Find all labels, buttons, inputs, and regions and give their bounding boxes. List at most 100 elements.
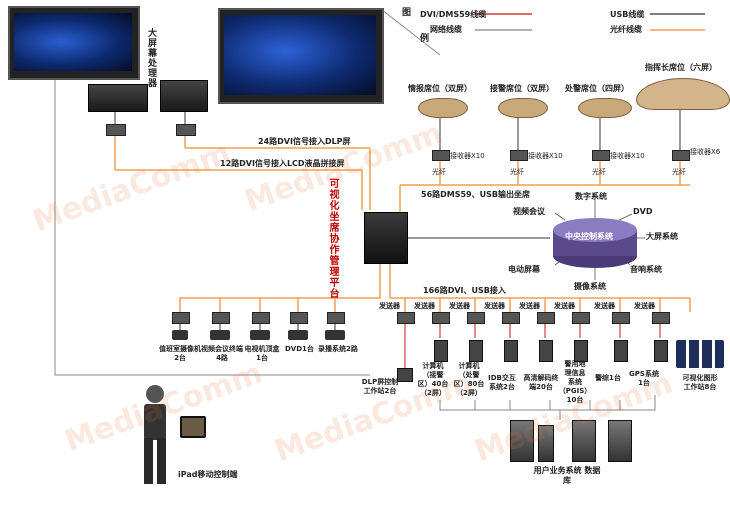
sender-label: 发送器	[379, 302, 400, 310]
dvi166-label: 166路DVI、USB接入	[423, 286, 506, 295]
pc-icon	[654, 340, 668, 362]
pc-icon	[614, 340, 628, 362]
receiver-box	[432, 150, 450, 161]
source-device	[250, 330, 270, 340]
dispatch-desk-icon	[578, 98, 632, 118]
intel-seats-label: 情报席位（双屏）	[408, 84, 472, 93]
electric-screen-label: 电动屏幕	[508, 265, 540, 274]
ipad-label: iPad移动控制端	[178, 470, 238, 479]
sender-label: 发送器	[554, 302, 575, 310]
gps-label: GPS系统 1台	[629, 370, 659, 387]
sender-box	[467, 312, 485, 324]
dvi12-label: 12路DVI信号接入LCD液晶拼接屏	[220, 159, 345, 168]
pc-icon	[504, 340, 518, 362]
server-icon	[608, 420, 632, 462]
audio-system-label: 音响系统	[630, 265, 662, 274]
camera-system-label: 摄像系统	[574, 282, 606, 291]
sender-box	[432, 312, 450, 324]
legend-fiber: 光纤线缆	[610, 25, 642, 34]
server-icon	[510, 420, 534, 462]
sender-box	[502, 312, 520, 324]
source-device	[288, 330, 308, 340]
source-dvd-label: DVD1台	[285, 345, 314, 353]
sender-label: 发送器	[449, 302, 470, 310]
pgis-label: 警用地 理信息 系统 （PGIS） 10台	[558, 360, 592, 404]
source-device	[172, 330, 188, 340]
sender-label: 发送器	[414, 302, 435, 310]
dlp-workstation-icon	[397, 368, 413, 382]
hd-decoder-label: 高清解码终 端20台	[523, 374, 559, 391]
source-tv-label: 电视机顶盒 1台	[244, 345, 280, 362]
sender-box	[290, 312, 308, 324]
central-control-cylinder	[553, 218, 637, 268]
matrix-switcher	[364, 212, 408, 264]
fiber-label: 光纤	[672, 168, 686, 176]
sender-box	[397, 312, 415, 324]
source-vconf-label: 视频会议终端 4路	[201, 345, 243, 362]
viz-workstation-icons	[676, 340, 724, 368]
alarm-system-label: 警综1台	[595, 374, 621, 382]
sender-box	[572, 312, 590, 324]
database-label: 用户业务系统 数据库	[533, 466, 601, 485]
pc-icon	[574, 340, 588, 362]
sender-label: 发送器	[519, 302, 540, 310]
legend-dvi: DVI/DMS59线缆	[420, 10, 487, 19]
source-device	[325, 330, 345, 340]
receiver-box	[510, 150, 528, 161]
legend-usb: USB线缆	[610, 10, 645, 19]
source-device	[210, 330, 230, 340]
pc-alarm-label: 计算机 （接警 区）40台 （2屏）	[417, 362, 449, 397]
sender-box	[252, 312, 270, 324]
sender-box	[212, 312, 230, 324]
fiber-label: 光纤	[432, 168, 446, 176]
bigscreen-system-label: 大屏系统	[646, 232, 678, 241]
sender-label: 发送器	[634, 302, 655, 310]
server-icon	[538, 425, 554, 462]
legend-heading-b: 例	[420, 34, 430, 44]
pc-icon	[469, 340, 483, 362]
sender-box	[327, 312, 345, 324]
sender-box	[612, 312, 630, 324]
video-conf-label: 视频会议	[513, 207, 545, 216]
viz-workstation-label: 可视化图形 工作站8台	[682, 374, 718, 391]
intel-desk-icon	[418, 98, 468, 118]
receiver-box	[176, 124, 196, 136]
big-screen-processor-label: 大屏幕处理器	[146, 28, 156, 88]
legend-heading-a: 图	[402, 8, 412, 18]
pc-icon	[434, 340, 448, 362]
central-control-label: 中央控制系统	[565, 232, 613, 241]
pc-dispatch-label: 计算机 （处警 区）80台 （2屏）	[453, 362, 485, 397]
receiver-x10-label: 接收器X10	[528, 152, 563, 160]
source-camera-label: 值班室摄像机 2台	[159, 345, 201, 362]
pc-icon	[539, 340, 553, 362]
dvd-label: DVD	[633, 207, 653, 216]
platform-label: 可视化坐席协作管理平台	[327, 178, 338, 299]
dms56-label: 56路DMS59、USB输出坐席	[421, 190, 530, 199]
source-recording-label: 录播系统2路	[318, 345, 358, 353]
alarm-seats-label: 接警席位（双屏）	[490, 84, 554, 93]
digital-system-label: 数字系统	[575, 192, 607, 201]
sender-label: 发送器	[484, 302, 505, 310]
server-icon	[572, 420, 596, 462]
idb-label: IDB交互 系统2台	[488, 374, 516, 391]
legend-network: 网络线缆	[430, 25, 462, 34]
fiber-label: 光纤	[592, 168, 606, 176]
receiver-box	[592, 150, 610, 161]
sender-box	[172, 312, 190, 324]
receiver-x6-label: 接收器X6	[690, 148, 721, 156]
processor-unit	[88, 84, 148, 112]
receiver-x10-label: 接收器X10	[610, 152, 645, 160]
wall-screen	[224, 15, 376, 95]
alarm-desk-icon	[498, 98, 548, 118]
sender-box	[537, 312, 555, 324]
dlp-video-wall	[8, 6, 140, 80]
lcd-video-wall	[218, 8, 384, 104]
person-icon	[144, 385, 206, 484]
sender-label: 发送器	[594, 302, 615, 310]
receiver-x10-label: 接收器X10	[450, 152, 485, 160]
dlp-workstation-label: DLP屏控制 工作站2台	[361, 378, 399, 395]
receiver-box	[106, 124, 126, 136]
commander-seats-label: 指挥长席位（六屏）	[645, 63, 717, 72]
dispatch-seats-label: 处警席位（四屏）	[565, 84, 629, 93]
